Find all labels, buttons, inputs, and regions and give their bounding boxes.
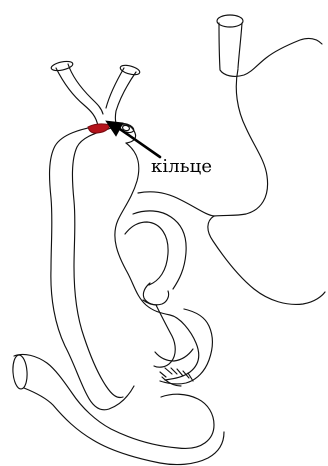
lower-left-tube-outer — [14, 354, 214, 448]
main-tube-drawing — [50, 122, 136, 410]
lower-left-opening — [12, 355, 28, 390]
main-tube-inner — [72, 126, 123, 398]
loop-left-inner — [125, 222, 168, 285]
proximal-limb-drawing — [50, 60, 140, 126]
small-ring-loop — [143, 283, 168, 305]
ring-label: кільце — [151, 157, 212, 177]
stomach-neck-line — [238, 23, 242, 68]
stomach-lower-curve — [208, 216, 325, 304]
stomach-drawing — [208, 15, 325, 304]
stomach-upper-line — [219, 23, 322, 76]
loop-upper-bridge — [138, 192, 214, 216]
red-ring-marker — [88, 124, 110, 133]
label-arrow — [106, 121, 160, 157]
mid-loop-drawing — [115, 143, 214, 386]
right-branch-inner — [106, 68, 124, 108]
lower-left-tube-drawing — [12, 354, 224, 464]
label-arrow-line — [117, 127, 160, 157]
right-branch-outer — [115, 72, 136, 126]
main-tube-outer — [50, 126, 134, 410]
left-branch-outer — [56, 68, 98, 126]
loop-outer-line — [115, 143, 199, 380]
stomach-inner-curve — [214, 69, 268, 216]
right-lower-curve — [160, 309, 212, 384]
esophagus-opening — [217, 15, 243, 27]
